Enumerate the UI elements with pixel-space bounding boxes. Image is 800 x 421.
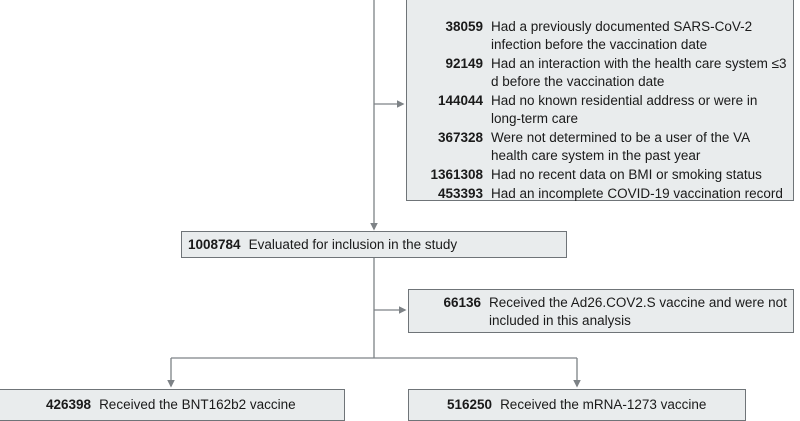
ad26-exclusion-box: 66136 Received the Ad26.COV2.S vaccine a…	[408, 289, 794, 333]
exclusion-count: 453393	[437, 186, 483, 201]
exclusion-text: Had no recent data on BMI or smoking sta…	[491, 167, 762, 182]
exclusion-count: 92149	[445, 56, 483, 71]
exclusion-row: 144044 Had no known residential address …	[413, 92, 787, 128]
ad26-text: Received the Ad26.COV2.S vaccine and wer…	[489, 295, 787, 328]
mrna-count: 516250	[447, 397, 493, 412]
mrna-text: Received the mRNA-1273 vaccine	[500, 397, 707, 412]
bnt-box: 426398 Received the BNT162b2 vaccine	[0, 389, 345, 421]
exclusions-top-box: 38059 Had a previously documented SARS-C…	[406, 0, 794, 201]
exclusion-text: Had no known residential address or were…	[491, 93, 758, 126]
exclusion-text: Had an incomplete COVID-19 vaccination r…	[491, 186, 783, 201]
evaluated-count: 1008784	[188, 236, 241, 252]
exclusion-count: 38059	[445, 19, 483, 34]
exclusion-count: 144044	[437, 93, 483, 108]
evaluated-box: 1008784 Evaluated for inclusion in the s…	[181, 231, 567, 258]
exclusion-row: 92149 Had an interaction with the health…	[413, 55, 787, 91]
exclusion-text: Had an interaction with the health care …	[491, 56, 787, 89]
bnt-count: 426398	[46, 397, 92, 412]
mrna-box: 516250 Received the mRNA-1273 vaccine	[408, 389, 746, 421]
evaluated-text: Evaluated for inclusion in the study	[248, 236, 458, 252]
exclusion-text: Had a previously documented SARS-CoV-2 i…	[491, 19, 753, 52]
exclusion-row: 367328 Were not determined to be a user …	[413, 129, 787, 165]
exclusion-row: 1361308 Had no recent data on BMI or smo…	[413, 166, 787, 184]
exclusion-text: Were not determined to be a user of the …	[491, 130, 750, 163]
ad26-count: 66136	[443, 295, 481, 310]
exclusion-row: 453393 Had an incomplete COVID-19 vaccin…	[413, 185, 787, 203]
exclusion-count: 1361308	[430, 167, 483, 182]
exclusion-row: 38059 Had a previously documented SARS-C…	[413, 18, 787, 54]
bnt-text: Received the BNT162b2 vaccine	[99, 397, 296, 412]
exclusion-count: 367328	[437, 130, 483, 145]
